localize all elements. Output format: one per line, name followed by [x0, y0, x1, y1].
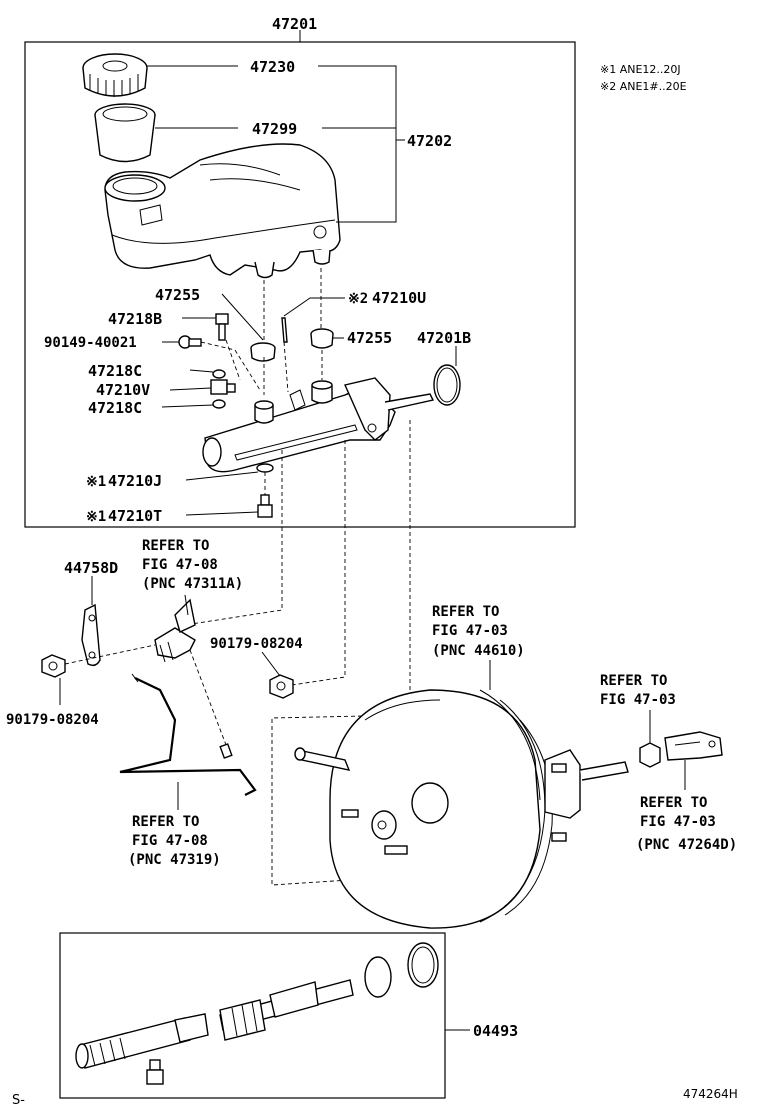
- washer-47218C-lower: [212, 399, 226, 409]
- mark-1b: ※1: [86, 509, 106, 525]
- refer-47264D-line2: FIG 47-03: [640, 814, 716, 830]
- switch-47210V: [210, 379, 236, 395]
- dash-line: [271, 420, 411, 886]
- label-90179-08204-right: 90179-08204: [210, 636, 303, 652]
- leader-47218C2: [161, 404, 214, 408]
- refer-47311A-line2: FIG 47-08: [142, 557, 218, 573]
- piston-kit-04493: [75, 942, 439, 1085]
- clevis-47264D: [664, 731, 723, 761]
- label-47201: 47201: [272, 15, 317, 33]
- nut-90179-left: [41, 654, 66, 678]
- leader-47202-bracket: [318, 65, 397, 223]
- label-44758D: 44758D: [64, 559, 118, 577]
- note-2: ※2 ANE1#..20E: [600, 80, 687, 93]
- label-47255-lower: 47255: [347, 329, 392, 347]
- o-ring-47201B: [433, 364, 461, 406]
- leader-47210U: [283, 297, 345, 317]
- master-cylinder-body: [202, 377, 435, 473]
- refer-44610-line3: (PNC 44610): [432, 643, 525, 659]
- bleeder-47210T: [257, 494, 273, 518]
- label-47218C-lower: 47218C: [88, 399, 142, 417]
- dash-line: [291, 440, 346, 686]
- footer-left: S-: [12, 1093, 25, 1108]
- reservoir-cap-47230: [82, 53, 148, 97]
- label-47210U: 47210U: [372, 289, 426, 307]
- refer-47319-line2: FIG 47-08: [132, 833, 208, 849]
- label-47202: 47202: [407, 132, 452, 150]
- grommet-47255-left: [250, 342, 276, 362]
- refer-44610-line1: REFER TO: [432, 604, 499, 620]
- refer-fig4703-line1: REFER TO: [600, 673, 667, 689]
- dash-line: [184, 450, 283, 626]
- nut-90179-right: [269, 674, 294, 699]
- label-47201B: 47201B: [417, 329, 471, 347]
- leader-47210J: [185, 471, 259, 481]
- screw-90149: [178, 335, 202, 349]
- bracket-44758D: [81, 603, 101, 667]
- dash-line: [283, 341, 289, 393]
- brake-booster: [294, 689, 629, 929]
- refer-47311A-line3: (PNC 47311A): [142, 576, 243, 592]
- mark-1a: ※1: [86, 474, 106, 490]
- pin-47210U: [281, 317, 288, 343]
- label-47230: 47230: [250, 58, 295, 76]
- washer-47218C-upper: [212, 369, 226, 379]
- pressure-connector: [154, 598, 196, 663]
- illustration-code: 474264H: [683, 1087, 738, 1101]
- bolt-47218B: [215, 313, 229, 341]
- grommet-47255-right: [310, 328, 334, 349]
- plug-47210J: [256, 463, 274, 473]
- label-47210V: 47210V: [96, 381, 150, 399]
- refer-44610-line2: FIG 47-03: [432, 623, 508, 639]
- refer-47264D-line3: (PNC 47264D): [636, 837, 737, 853]
- dash-line: [225, 339, 241, 381]
- refer-47264D-line1: REFER TO: [640, 795, 707, 811]
- dash-line: [64, 644, 156, 665]
- label-47299: 47299: [252, 120, 297, 138]
- refer-47311A-line1: REFER TO: [142, 538, 209, 554]
- label-47218C-upper: 47218C: [88, 362, 142, 380]
- dash-line: [200, 341, 261, 391]
- label-04493: 04493: [473, 1022, 518, 1040]
- label-90179-08204-left: 90179-08204: [6, 712, 99, 728]
- clevis-nut: [639, 742, 661, 768]
- kit-04493-box: [59, 932, 446, 1099]
- leader-47255a: [221, 293, 264, 341]
- dash-line: [189, 649, 227, 746]
- leader-47202-mid: [322, 127, 405, 141]
- strainer-47299: [94, 103, 156, 163]
- brake-tube-47319: [119, 673, 257, 796]
- reservoir-47202: [104, 143, 341, 279]
- refer-47319-line1: REFER TO: [132, 814, 199, 830]
- label-47218B: 47218B: [108, 310, 162, 328]
- label-90149-40021: 90149-40021: [44, 335, 137, 351]
- mark-2: ※2: [348, 291, 368, 307]
- leader-47210V: [169, 387, 212, 391]
- label-47210T: 47210T: [108, 507, 162, 525]
- note-1: ※1 ANE12..20J: [600, 63, 681, 76]
- label-47210J: 47210J: [108, 472, 162, 490]
- leader-47218C1: [189, 369, 214, 373]
- label-47255-upper: 47255: [155, 286, 200, 304]
- leader-47311A: [184, 594, 189, 616]
- refer-47319-line3: (PNC 47319): [128, 852, 221, 868]
- leader-90179b: [261, 651, 281, 677]
- leader-47210T: [185, 511, 259, 516]
- refer-fig4703-line2: FIG 47-03: [600, 692, 676, 708]
